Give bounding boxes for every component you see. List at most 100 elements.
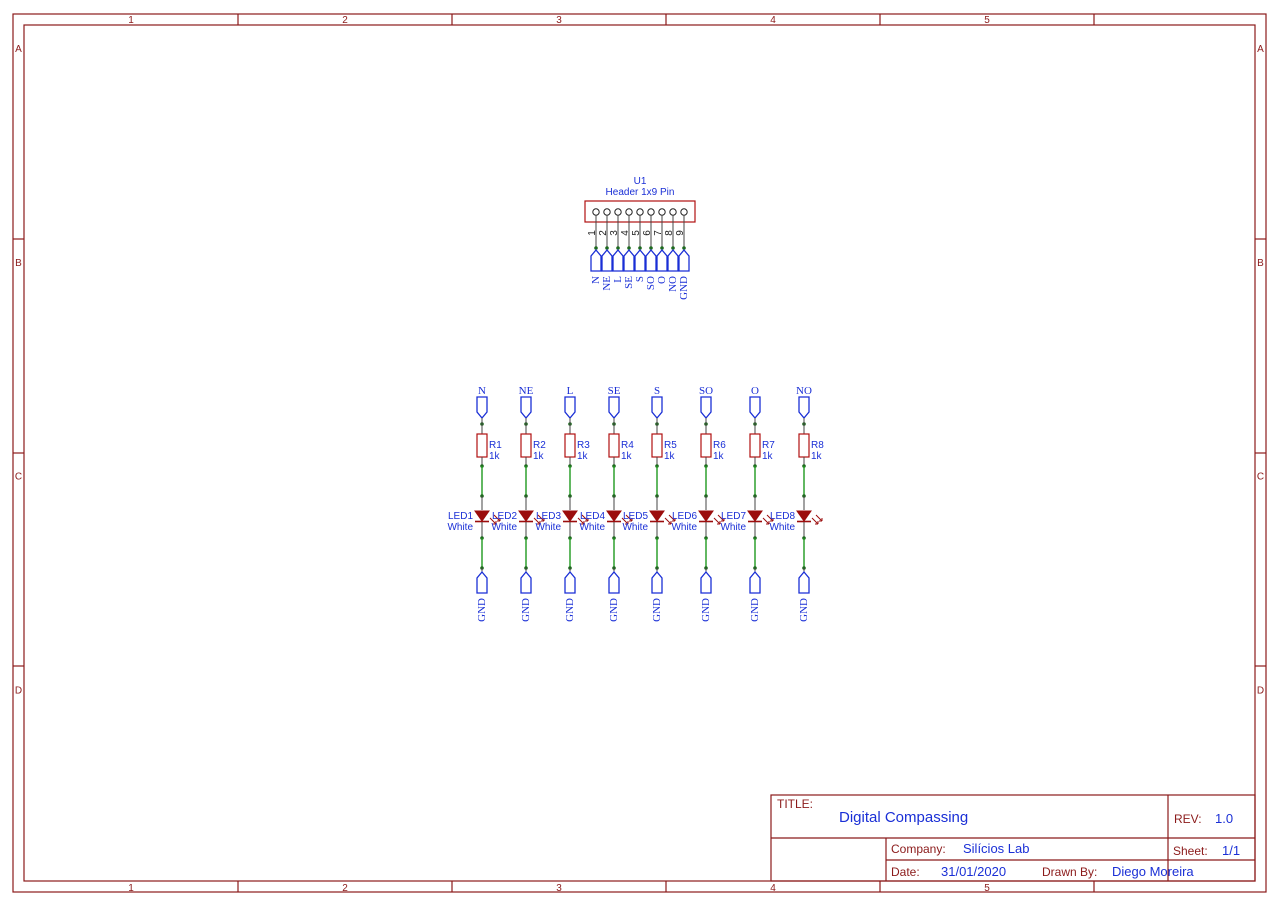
resistor-body: [564, 433, 576, 458]
row-marker-left: A: [15, 44, 22, 55]
led-ref: LED4: [580, 511, 605, 522]
resistor-value: 1k: [489, 451, 501, 462]
pin-number: 1: [587, 230, 598, 236]
gnd-label: GND: [700, 598, 712, 622]
led-ref: LED2: [492, 511, 517, 522]
row-marker-right: D: [1257, 686, 1264, 697]
net-port: [667, 248, 679, 272]
resistor-ref: R4: [621, 440, 634, 451]
resistor-body: [520, 433, 532, 458]
header-net-label: NE: [601, 276, 613, 291]
led-diode: [649, 510, 665, 522]
resistor-ref: R2: [533, 440, 546, 451]
gnd-port: [651, 570, 663, 594]
led-diode: [698, 510, 714, 522]
col-marker-top: 1: [128, 15, 134, 26]
col-marker-bottom: 4: [770, 883, 776, 894]
net-port: [651, 396, 663, 420]
row-marker-right: A: [1257, 44, 1264, 55]
led-color: White: [769, 522, 795, 533]
net-port: [476, 396, 488, 420]
col-marker-top: 5: [984, 15, 990, 26]
resistor-ref: R6: [713, 440, 726, 451]
net-port: [645, 248, 657, 272]
channel-net-label: S: [654, 385, 660, 397]
col-marker-top: 2: [342, 15, 348, 26]
pin-pad: [669, 208, 677, 216]
rev-label: REV:: [1174, 812, 1202, 826]
channel-net-label: L: [567, 385, 574, 397]
led-ref: LED5: [623, 511, 648, 522]
net-port: [700, 396, 712, 420]
gnd-port: [749, 570, 761, 594]
pin-number: 2: [598, 230, 609, 236]
net-port: [678, 248, 690, 272]
header-net-label: GND: [678, 276, 690, 300]
led-color: White: [535, 522, 561, 533]
gnd-label: GND: [520, 598, 532, 622]
resistor-ref: R7: [762, 440, 775, 451]
row-marker-right: B: [1257, 258, 1264, 269]
row-marker-right: C: [1257, 472, 1264, 483]
net-port: [798, 396, 810, 420]
resistor-ref: R8: [811, 440, 824, 451]
date-label: Date:: [891, 865, 920, 879]
net-port: [623, 248, 635, 272]
net-port: [749, 396, 761, 420]
pin-number: 5: [631, 230, 642, 236]
drawn-by-value: Diego Moreira: [1112, 864, 1194, 879]
led-diode: [518, 510, 534, 522]
header-value: Header 1x9 Pin: [606, 187, 675, 198]
led-ref: LED6: [672, 511, 697, 522]
header-net-label: L: [612, 276, 624, 283]
pin-pad: [647, 208, 655, 216]
header-net-label: N: [590, 276, 602, 284]
channel-net-label: O: [751, 385, 759, 397]
channel-net-label: NO: [796, 385, 812, 397]
led-color: White: [579, 522, 605, 533]
led-color: White: [447, 522, 473, 533]
channel-net-label: NE: [519, 385, 534, 397]
gnd-port: [608, 570, 620, 594]
col-marker-top: 4: [770, 15, 776, 26]
resistor-value: 1k: [533, 451, 545, 462]
inner-frame: [23, 24, 1256, 882]
led-diode: [562, 510, 578, 522]
pin-pad: [592, 208, 600, 216]
gnd-port: [476, 570, 488, 594]
row-marker-left: B: [15, 258, 22, 269]
led-ref: LED1: [448, 511, 473, 522]
gnd-port: [700, 570, 712, 594]
resistor-body: [749, 433, 761, 458]
col-marker-top: 3: [556, 15, 562, 26]
resistor-body: [798, 433, 810, 458]
led-diode: [606, 510, 622, 522]
resistor-body: [608, 433, 620, 458]
led-color: White: [720, 522, 746, 533]
col-marker-bottom: 1: [128, 883, 134, 894]
resistor-value: 1k: [664, 451, 676, 462]
channel-net-label: N: [478, 385, 486, 397]
net-port: [612, 248, 624, 272]
pin-number: 8: [664, 230, 675, 236]
col-marker-bottom: 5: [984, 883, 990, 894]
outer-frame: [12, 13, 1267, 893]
net-port: [590, 248, 602, 272]
pin-pad: [614, 208, 622, 216]
col-marker-bottom: 2: [342, 883, 348, 894]
led-color: White: [671, 522, 697, 533]
resistor-ref: R3: [577, 440, 590, 451]
pin-pad: [680, 208, 688, 216]
resistor-value: 1k: [811, 451, 823, 462]
net-port: [520, 396, 532, 420]
title-block: TITLE: Digital Compassing REV: 1.0 Compa…: [770, 794, 1256, 882]
header-net-label: SE: [623, 276, 635, 289]
